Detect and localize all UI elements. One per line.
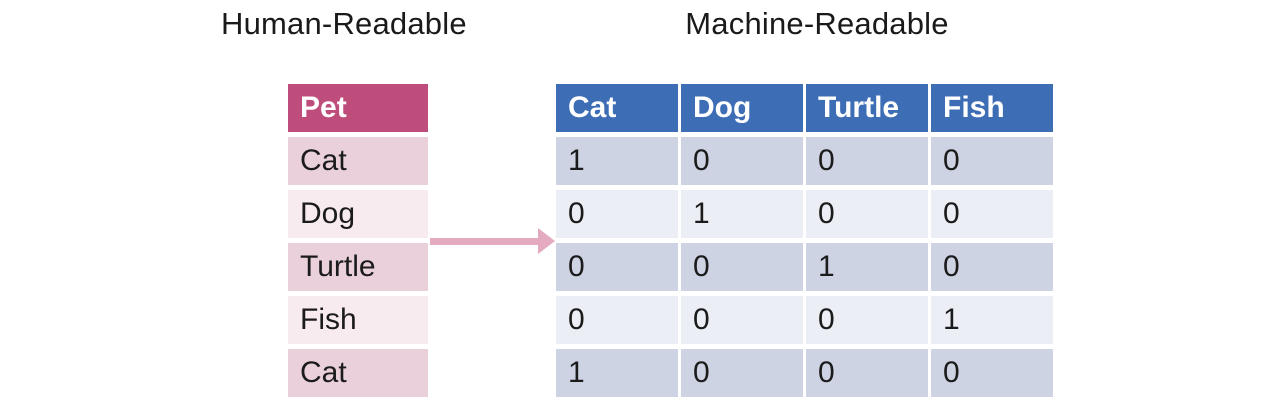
pet-row-3: Turtle — [288, 243, 428, 291]
matrix-cell-r2c2: 1 — [681, 190, 803, 238]
pet-row-1: Cat — [288, 137, 428, 185]
matrix-cell-r2c1: 0 — [556, 190, 678, 238]
matrix-cell-r4c1: 0 — [556, 296, 678, 344]
pet-row-4: Fish — [288, 296, 428, 344]
matrix-cell-r1c4: 0 — [931, 137, 1053, 185]
matrix-cell-r3c1: 0 — [556, 243, 678, 291]
matrix-cell-r5c4: 0 — [931, 349, 1053, 397]
matrix-cell-r4c3: 0 — [806, 296, 928, 344]
matrix-cell-r2c3: 0 — [806, 190, 928, 238]
human-readable-title: Human-Readable — [221, 6, 467, 41]
matrix-cell-r3c4: 0 — [931, 243, 1053, 291]
machine-readable-table: Cat Dog Turtle Fish 1 0 0 0 0 1 0 0 0 0 … — [556, 84, 1053, 397]
matrix-cell-r4c2: 0 — [681, 296, 803, 344]
column-header-cat: Cat — [556, 84, 678, 132]
matrix-cell-r5c2: 0 — [681, 349, 803, 397]
matrix-cell-r2c4: 0 — [931, 190, 1053, 238]
matrix-cell-r1c3: 0 — [806, 137, 928, 185]
column-header-turtle: Turtle — [806, 84, 928, 132]
matrix-cell-r4c4: 1 — [931, 296, 1053, 344]
matrix-cell-r1c2: 0 — [681, 137, 803, 185]
matrix-cell-r5c3: 0 — [806, 349, 928, 397]
matrix-cell-r3c2: 0 — [681, 243, 803, 291]
machine-readable-title: Machine-Readable — [685, 6, 949, 41]
pet-column-header: Pet — [288, 84, 428, 132]
pet-row-2: Dog — [288, 190, 428, 238]
pet-row-5: Cat — [288, 349, 428, 397]
column-header-dog: Dog — [681, 84, 803, 132]
arrow-head — [538, 228, 555, 254]
right-arrow-icon — [430, 228, 555, 255]
human-readable-table: Pet Cat Dog Turtle Fish Cat — [288, 84, 428, 397]
matrix-cell-r3c3: 1 — [806, 243, 928, 291]
arrow-shaft — [430, 238, 538, 245]
column-header-fish: Fish — [931, 84, 1053, 132]
matrix-cell-r5c1: 1 — [556, 349, 678, 397]
matrix-cell-r1c1: 1 — [556, 137, 678, 185]
